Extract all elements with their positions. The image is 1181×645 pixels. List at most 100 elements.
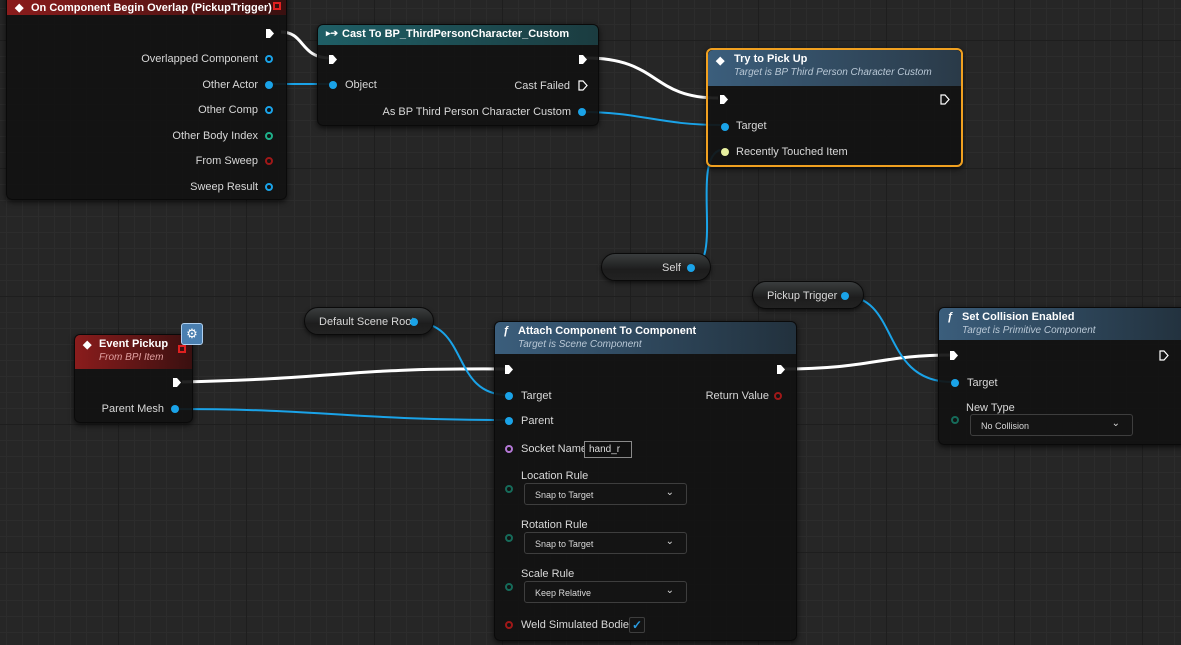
event-pickup-header: ◆ Event Pickup From BPI Item (75, 335, 192, 369)
begin-overlap-title: On Component Begin Overlap (PickupTrigge… (31, 2, 272, 14)
sweep-result-pin[interactable] (265, 183, 273, 191)
cast-failed-exec-pin[interactable] (578, 80, 588, 91)
target-pin[interactable] (505, 392, 513, 400)
begin-overlap-header: ◆ On Component Begin Overlap (PickupTrig… (7, 0, 286, 15)
socket-name-pin[interactable] (505, 445, 513, 453)
chevron-down-icon: ⌄ (665, 585, 674, 596)
exec-in-pin[interactable] (719, 94, 729, 105)
try-pick-up-header: ◆ Try to Pick Up Target is BP Third Pers… (708, 50, 961, 86)
try-pick-up-subtitle: Target is BP Third Person Character Cust… (734, 67, 932, 78)
try-pick-up-title: Try to Pick Up (734, 53, 808, 65)
overlapped-component-pin[interactable] (265, 55, 273, 63)
as-character-label: As BP Third Person Character Custom (382, 106, 571, 118)
event-pickup-subtitle: From BPI Item (99, 352, 164, 363)
function-icon: ƒ (947, 311, 954, 323)
rotation-rule-pin[interactable] (505, 534, 513, 542)
delegate-pin[interactable] (178, 345, 186, 353)
begin-overlap-node[interactable]: ◆ On Component Begin Overlap (PickupTrig… (6, 0, 287, 200)
from-sweep-pin[interactable] (265, 157, 273, 165)
object-wire (173, 408, 509, 421)
recently-touched-item-label: Recently Touched Item (736, 146, 848, 158)
delegate-pin[interactable] (273, 2, 281, 10)
default-scene-root-node[interactable]: Default Scene Root (304, 307, 434, 335)
exec-in-pin[interactable] (504, 364, 514, 375)
self-pin[interactable] (687, 264, 695, 272)
default-scene-root-pin[interactable] (410, 318, 418, 326)
other-actor-pin[interactable] (265, 81, 273, 89)
attach-component-node[interactable]: ƒ Attach Component To Component Target i… (494, 321, 797, 641)
chevron-down-icon: ⌄ (1111, 418, 1120, 429)
event-pickup-title: Event Pickup (99, 338, 169, 350)
object-label: Object (345, 79, 377, 91)
exec-out-pin[interactable] (1159, 350, 1169, 361)
weld-simulated-bodies-pin[interactable] (505, 621, 513, 629)
rotation-rule-label: Rotation Rule (521, 519, 588, 531)
recently-touched-item-pin[interactable] (721, 148, 729, 156)
scale-rule-dropdown[interactable]: Keep Relative ⌄ (524, 581, 687, 603)
scale-rule-label: Scale Rule (521, 568, 575, 580)
exec-out-pin[interactable] (578, 54, 588, 65)
event-icon: ◆ (83, 339, 92, 351)
pin-label-overlapped-component: Overlapped Component (141, 53, 258, 65)
set-collision-subtitle: Target is Primitive Component (962, 325, 1096, 336)
weld-simulated-bodies-label: Weld Simulated Bodies (521, 619, 635, 631)
return-value-pin[interactable] (774, 392, 782, 400)
self-label: Self (662, 262, 681, 274)
parent-mesh-pin[interactable] (171, 405, 179, 413)
cast-header: ▸➔ Cast To BP_ThirdPersonCharacter_Custo… (318, 25, 598, 45)
other-body-index-pin[interactable] (265, 132, 273, 140)
exec-out-pin[interactable] (940, 94, 950, 105)
scale-rule-value: Keep Relative (535, 588, 592, 598)
scale-rule-pin[interactable] (505, 583, 513, 591)
set-collision-header: ƒ Set Collision Enabled Target is Primit… (939, 308, 1181, 340)
event-pickup-node[interactable]: ◆ Event Pickup From BPI Item ⚙ Parent Me… (74, 323, 203, 423)
pin-label-other-actor: Other Actor (202, 79, 258, 91)
socket-name-input[interactable]: hand_r (584, 441, 632, 458)
object-wire (581, 111, 721, 126)
pin-label-other-comp: Other Comp (198, 104, 258, 116)
exec-out-pin[interactable] (776, 364, 786, 375)
object-pin[interactable] (329, 81, 337, 89)
exec-wire (181, 367, 506, 384)
other-comp-pin[interactable] (265, 106, 273, 114)
location-rule-dropdown[interactable]: Snap to Target ⌄ (524, 483, 687, 505)
pin-label-sweep-result: Sweep Result (190, 181, 258, 193)
new-type-dropdown[interactable]: No Collision ⌄ (970, 414, 1133, 436)
parent-pin[interactable] (505, 417, 513, 425)
pickup-trigger-node[interactable]: Pickup Trigger (752, 281, 864, 309)
pickup-trigger-label: Pickup Trigger (767, 290, 838, 302)
location-rule-value: Snap to Target (535, 490, 594, 500)
parent-label: Parent (521, 415, 554, 427)
target-pin[interactable] (721, 123, 729, 131)
rotation-rule-value: Snap to Target (535, 539, 594, 549)
pickup-trigger-pin[interactable] (841, 292, 849, 300)
new-type-pin[interactable] (951, 416, 959, 424)
exec-wire (585, 56, 719, 100)
weld-simulated-bodies-checkbox[interactable]: ✓ (629, 617, 645, 633)
pin-label-other-body-index: Other Body Index (172, 130, 258, 142)
function-icon: ƒ (503, 325, 510, 337)
socket-name-label: Socket Name (521, 443, 588, 455)
function-icon: ◆ (716, 55, 725, 67)
as-character-pin[interactable] (578, 108, 586, 116)
default-scene-root-label: Default Scene Root (319, 316, 415, 328)
new-type-value: No Collision (981, 421, 1030, 431)
attach-subtitle: Target is Scene Component (518, 339, 642, 350)
exec-out-pin[interactable] (172, 377, 182, 388)
chevron-down-icon: ⌄ (665, 536, 674, 547)
cast-node[interactable]: ▸➔ Cast To BP_ThirdPersonCharacter_Custo… (317, 24, 599, 126)
location-rule-pin[interactable] (505, 485, 513, 493)
target-label: Target (521, 390, 552, 402)
exec-out-pin[interactable] (265, 28, 275, 39)
exec-in-pin[interactable] (328, 54, 338, 65)
set-collision-node[interactable]: ƒ Set Collision Enabled Target is Primit… (938, 307, 1181, 445)
rotation-rule-dropdown[interactable]: Snap to Target ⌄ (524, 532, 687, 554)
target-pin[interactable] (951, 379, 959, 387)
target-label: Target (967, 377, 998, 389)
try-pick-up-node[interactable]: ◆ Try to Pick Up Target is BP Third Pers… (706, 48, 963, 167)
exec-in-pin[interactable] (949, 350, 959, 361)
target-label: Target (736, 120, 767, 132)
new-type-label: New Type (966, 402, 1015, 414)
self-node[interactable]: Self (601, 253, 711, 281)
return-value-label: Return Value (705, 390, 769, 402)
